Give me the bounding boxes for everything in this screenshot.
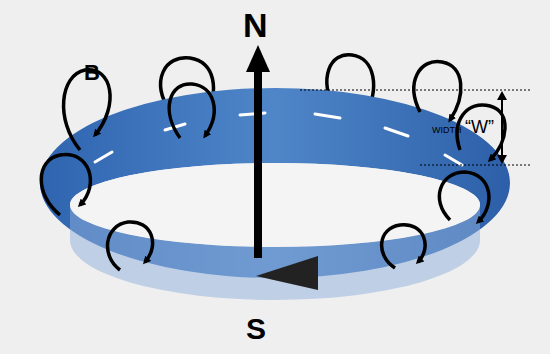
- width-extension-lines: [300, 90, 530, 165]
- current-direction-arrow: [256, 256, 318, 290]
- width-label: WIDTH: [432, 126, 462, 135]
- field-loops-front: [41, 62, 505, 270]
- north-pole-label: N: [243, 8, 268, 42]
- north-arrow-shaft: [254, 70, 262, 258]
- width-dimension-arrow: [501, 96, 503, 159]
- ring-hole: [70, 163, 480, 247]
- field-label: B: [84, 62, 100, 84]
- ring-front-shade: [70, 205, 480, 300]
- width-symbol: “W”: [465, 118, 494, 136]
- south-pole-label: S: [246, 314, 266, 344]
- north-arrow-head: [246, 45, 270, 72]
- width-dimension-heads: [497, 91, 507, 164]
- current-dashes: [95, 113, 462, 165]
